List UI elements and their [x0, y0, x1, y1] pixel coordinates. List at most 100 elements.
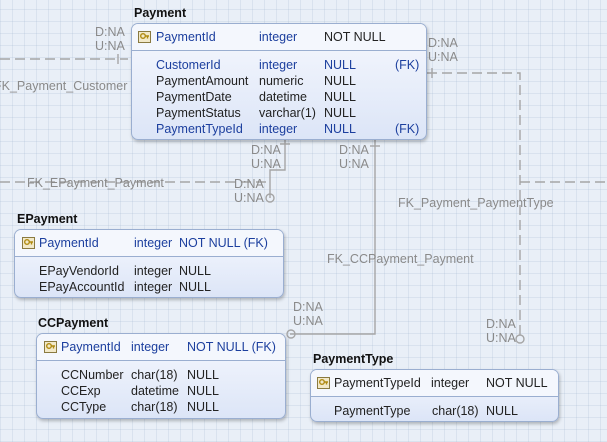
column-name: PaymentAmount [156, 74, 249, 88]
column-type: datetime [131, 384, 179, 398]
columns-section: PaymentType char(18) NULL [311, 397, 558, 419]
key-icon [22, 237, 35, 249]
column-type: integer [259, 30, 298, 44]
column-constraint: NOT NULL (FK) [187, 340, 276, 354]
column-name: CCNumber [61, 368, 124, 382]
columns-section: EPayVendorId integer NULL EPayAccountId … [15, 257, 283, 295]
optional-circle-cc [286, 329, 296, 339]
column-type: char(18) [131, 368, 178, 382]
column-name: PaymentTypeId [156, 122, 243, 136]
column-name: PaymentId [61, 340, 121, 354]
pk-row[interactable]: PaymentId integer NOT NULL [132, 29, 426, 45]
cardinality-update: U:NA [486, 331, 516, 345]
entity-epayment[interactable]: PaymentId integer NOT NULL (FK) EPayVend… [14, 229, 284, 298]
rel-ccpayment-payment-line [290, 140, 376, 335]
rel-label-payment-paymenttype[interactable]: FK_Payment_PaymentType [398, 196, 554, 210]
cardinality-delete: D:NA [234, 177, 264, 191]
column-row[interactable]: CCExp datetime NULL [37, 383, 285, 399]
cardinality-delete: D:NA [251, 143, 281, 157]
cardinality-delete: D:NA [428, 36, 458, 50]
column-name: PaymentStatus [156, 106, 241, 120]
cardinality-update: U:NA [251, 157, 281, 171]
column-constraint: NULL [324, 106, 356, 120]
column-constraint: NULL [324, 122, 356, 136]
column-constraint: NULL [187, 384, 219, 398]
column-row[interactable]: PaymentStatus varchar(1) NULL [132, 105, 426, 121]
column-row[interactable]: EPayAccountId integer NULL [15, 279, 283, 295]
cardinality-update: U:NA [234, 191, 264, 205]
fk-marker: (FK) [395, 58, 420, 72]
column-constraint: NOT NULL [324, 30, 386, 44]
column-name: PaymentId [156, 30, 216, 44]
entity-title-payment: Payment [134, 6, 187, 20]
pk-row[interactable]: PaymentTypeId integer NOT NULL [311, 375, 558, 391]
column-type: integer [134, 236, 173, 250]
column-type: integer [259, 122, 298, 136]
pk-row[interactable]: PaymentId integer NOT NULL (FK) [15, 235, 283, 251]
column-type: integer [431, 376, 470, 390]
column-constraint: NULL [179, 280, 211, 294]
column-constraint: NULL [187, 400, 219, 414]
cardinality-cc-top: D:NA U:NA [339, 143, 369, 171]
column-row[interactable]: CustomerId integer NULL (FK) [132, 57, 426, 73]
rel-payment-paymenttype-line [427, 72, 521, 339]
cardinality-update: U:NA [428, 50, 458, 64]
entity-title-epayment: EPayment [17, 212, 78, 226]
entity-title-ccpayment: CCPayment [38, 316, 109, 330]
column-row[interactable]: CCNumber char(18) NULL [37, 367, 285, 383]
column-row[interactable]: PaymentAmount numeric NULL [132, 73, 426, 89]
entity-title-paymenttype: PaymentType [313, 352, 394, 366]
column-row[interactable]: PaymentDate datetime NULL [132, 89, 426, 105]
key-icon [317, 377, 330, 389]
fk-marker: (FK) [395, 122, 420, 136]
rel-label-ccpayment-payment[interactable]: FK_CCPayment_Payment [327, 252, 474, 266]
optional-circle-epay [265, 193, 275, 203]
column-constraint: NULL [179, 264, 211, 278]
column-constraint: NULL [187, 368, 219, 382]
pk-row[interactable]: PaymentId integer NOT NULL (FK) [37, 339, 285, 355]
key-icon [138, 31, 151, 43]
column-type: integer [131, 340, 170, 354]
column-name: EPayVendorId [39, 264, 119, 278]
column-constraint: NULL [324, 74, 356, 88]
cardinality-cc-bottom: D:NA U:NA [293, 300, 323, 328]
column-row[interactable]: CCType char(18) NULL [37, 399, 285, 415]
cardinality-update: U:NA [339, 157, 369, 171]
pk-section: PaymentId integer NOT NULL (FK) [15, 230, 283, 257]
column-type: integer [134, 264, 173, 278]
column-name: EPayAccountId [39, 280, 125, 294]
rel-label-epayment-payment[interactable]: FK_EPayment_Payment [27, 176, 164, 190]
column-type: numeric [259, 74, 304, 88]
column-constraint: NULL [486, 404, 518, 418]
columns-section: CCNumber char(18) NULL CCExp datetime NU… [37, 361, 285, 415]
column-constraint: NULL [324, 58, 356, 72]
column-name: CustomerId [156, 58, 221, 72]
column-type: integer [259, 58, 298, 72]
cardinality-epay-top: D:NA U:NA [251, 143, 281, 171]
column-type: varchar(1) [259, 106, 316, 120]
rel-label-payment-customer[interactable]: FK_Payment_Customer [0, 79, 128, 93]
optional-circle-type [515, 334, 525, 344]
column-name: PaymentId [39, 236, 99, 250]
entity-payment[interactable]: PaymentId integer NOT NULL CustomerId in… [131, 23, 427, 140]
pk-section: PaymentId integer NOT NULL (FK) [37, 334, 285, 361]
entity-ccpayment[interactable]: PaymentId integer NOT NULL (FK) CCNumber… [36, 333, 286, 419]
column-name: CCExp [61, 384, 101, 398]
cardinality-epay-bottom: D:NA U:NA [234, 177, 264, 205]
column-row[interactable]: EPayVendorId integer NULL [15, 263, 283, 279]
column-constraint: NOT NULL (FK) [179, 236, 268, 250]
column-row[interactable]: PaymentTypeId integer NULL (FK) [132, 121, 426, 137]
pk-section: PaymentId integer NOT NULL [132, 24, 426, 51]
column-row[interactable]: PaymentType char(18) NULL [311, 403, 558, 419]
column-name: CCType [61, 400, 107, 414]
pk-section: PaymentTypeId integer NOT NULL [311, 370, 558, 397]
entity-paymenttype[interactable]: PaymentTypeId integer NOT NULL PaymentTy… [310, 369, 559, 422]
columns-section: CustomerId integer NULL (FK) PaymentAmou… [132, 51, 426, 137]
column-name: PaymentTypeId [334, 376, 421, 390]
cardinality-update: U:NA [95, 39, 125, 53]
column-type: datetime [259, 90, 307, 104]
column-constraint: NOT NULL [486, 376, 548, 390]
key-icon [44, 341, 57, 353]
